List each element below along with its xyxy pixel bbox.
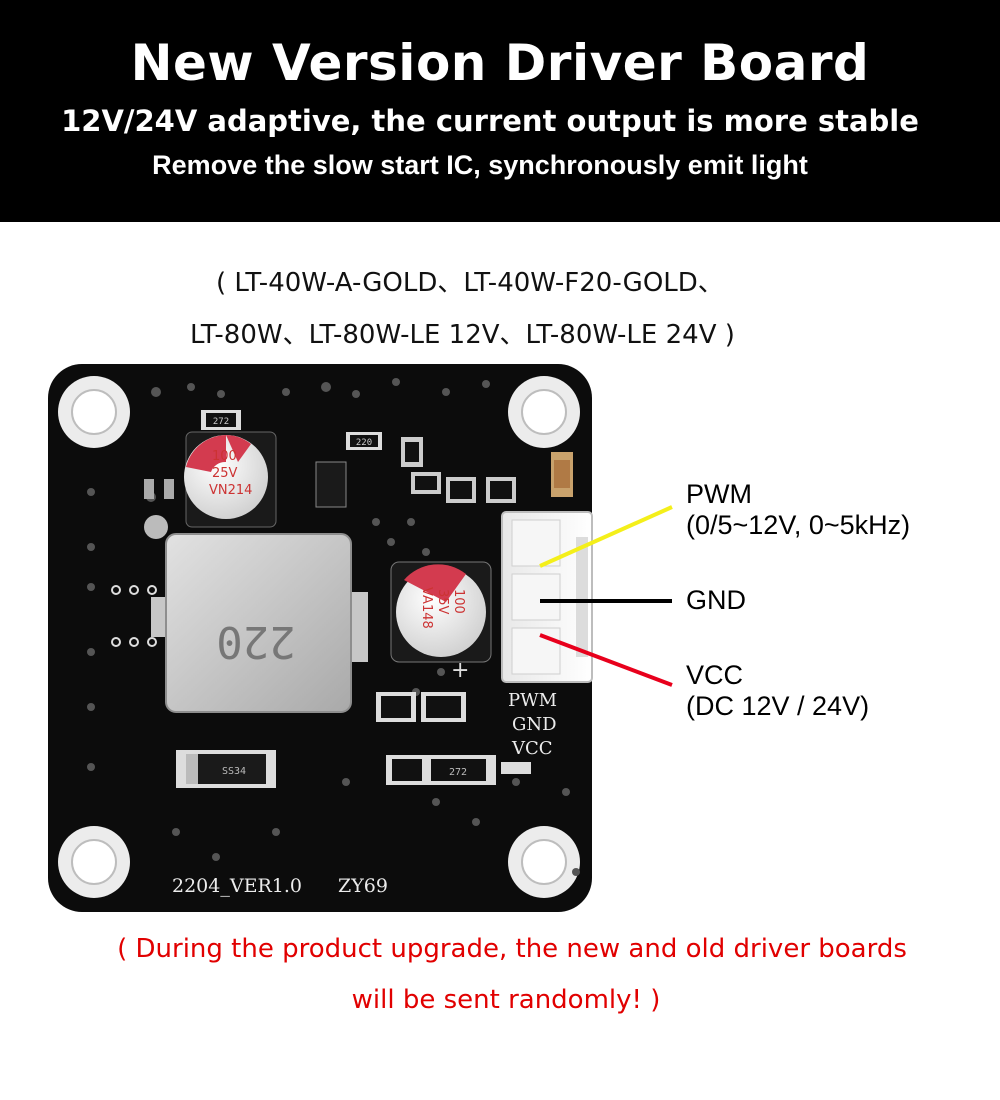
cap1-line-3: VN214 [209,483,252,498]
cap2-line-2: 35V [435,589,450,615]
pwm-label: PWM (0/5~12V, 0~5kHz) [686,479,910,541]
silk-pwm: PWM [508,690,557,711]
silk-pin-labels: PWM GND VCC [508,690,557,759]
resistor-code-1: 272 [213,417,229,427]
diode-code: SS34 [222,766,246,777]
board-version: 2204_VER1.0 [172,875,302,897]
cap1-line-2: 25V [212,466,238,481]
page-title: New Version Driver Board [130,34,870,92]
cap2-line-1: 100 [451,589,466,614]
vcc-name: VCC [686,660,744,690]
resistor-code-3: 272 [449,767,467,778]
board-maker: ZY69 [338,875,388,897]
inductor-code: 220 [216,616,295,667]
cap2-line-3: VA148 [419,587,434,629]
model-list-line-2: LT-80W、LT-80W-LE 12V、LT-80W-LE 24V ) [190,320,735,350]
header-banner: New Version Driver Board 12V/24V adaptiv… [0,0,1000,222]
vcc-detail: (DC 12V / 24V) [686,691,870,721]
resistor-code-2: 220 [356,438,372,448]
inductor: 220 [151,533,368,713]
silk-vcc: VCC [511,738,553,759]
capacitor-2: 100 35V VA148 + [390,561,492,683]
model-list-line-1: ( LT-40W-A-GOLD、LT-40W-F20-GOLD、 [216,268,724,298]
subtitle-slow-start: Remove the slow start IC, synchronously … [152,150,808,180]
driver-board-image: 272 220 100 25V VN214 220 100 35V V [48,364,593,912]
left-pads [111,585,157,647]
plus-mark: + [451,658,469,683]
mounting-holes [58,376,580,898]
capacitor-1: 100 25V VN214 [184,431,277,528]
vcc-label: VCC (DC 12V / 24V) [686,660,869,722]
pwm-detail: (0/5~12V, 0~5kHz) [686,510,911,540]
upgrade-note-line-1: ( During the product upgrade, the new an… [117,934,907,964]
connector [501,511,593,683]
subtitle-adaptive: 12V/24V adaptive, the current output is … [61,104,919,138]
pwm-name: PWM [686,479,752,509]
diode: SS34 [176,750,276,788]
silk-gnd: GND [512,714,557,735]
upgrade-note-line-2: will be sent randomly! ) [351,985,661,1015]
smd-parts: 272 220 [144,410,573,722]
vias [87,378,580,876]
bottom-resistors: 272 [386,755,531,785]
gnd-name: GND [686,585,746,615]
cap1-line-1: 100 [212,449,237,464]
gnd-label: GND [686,585,746,616]
